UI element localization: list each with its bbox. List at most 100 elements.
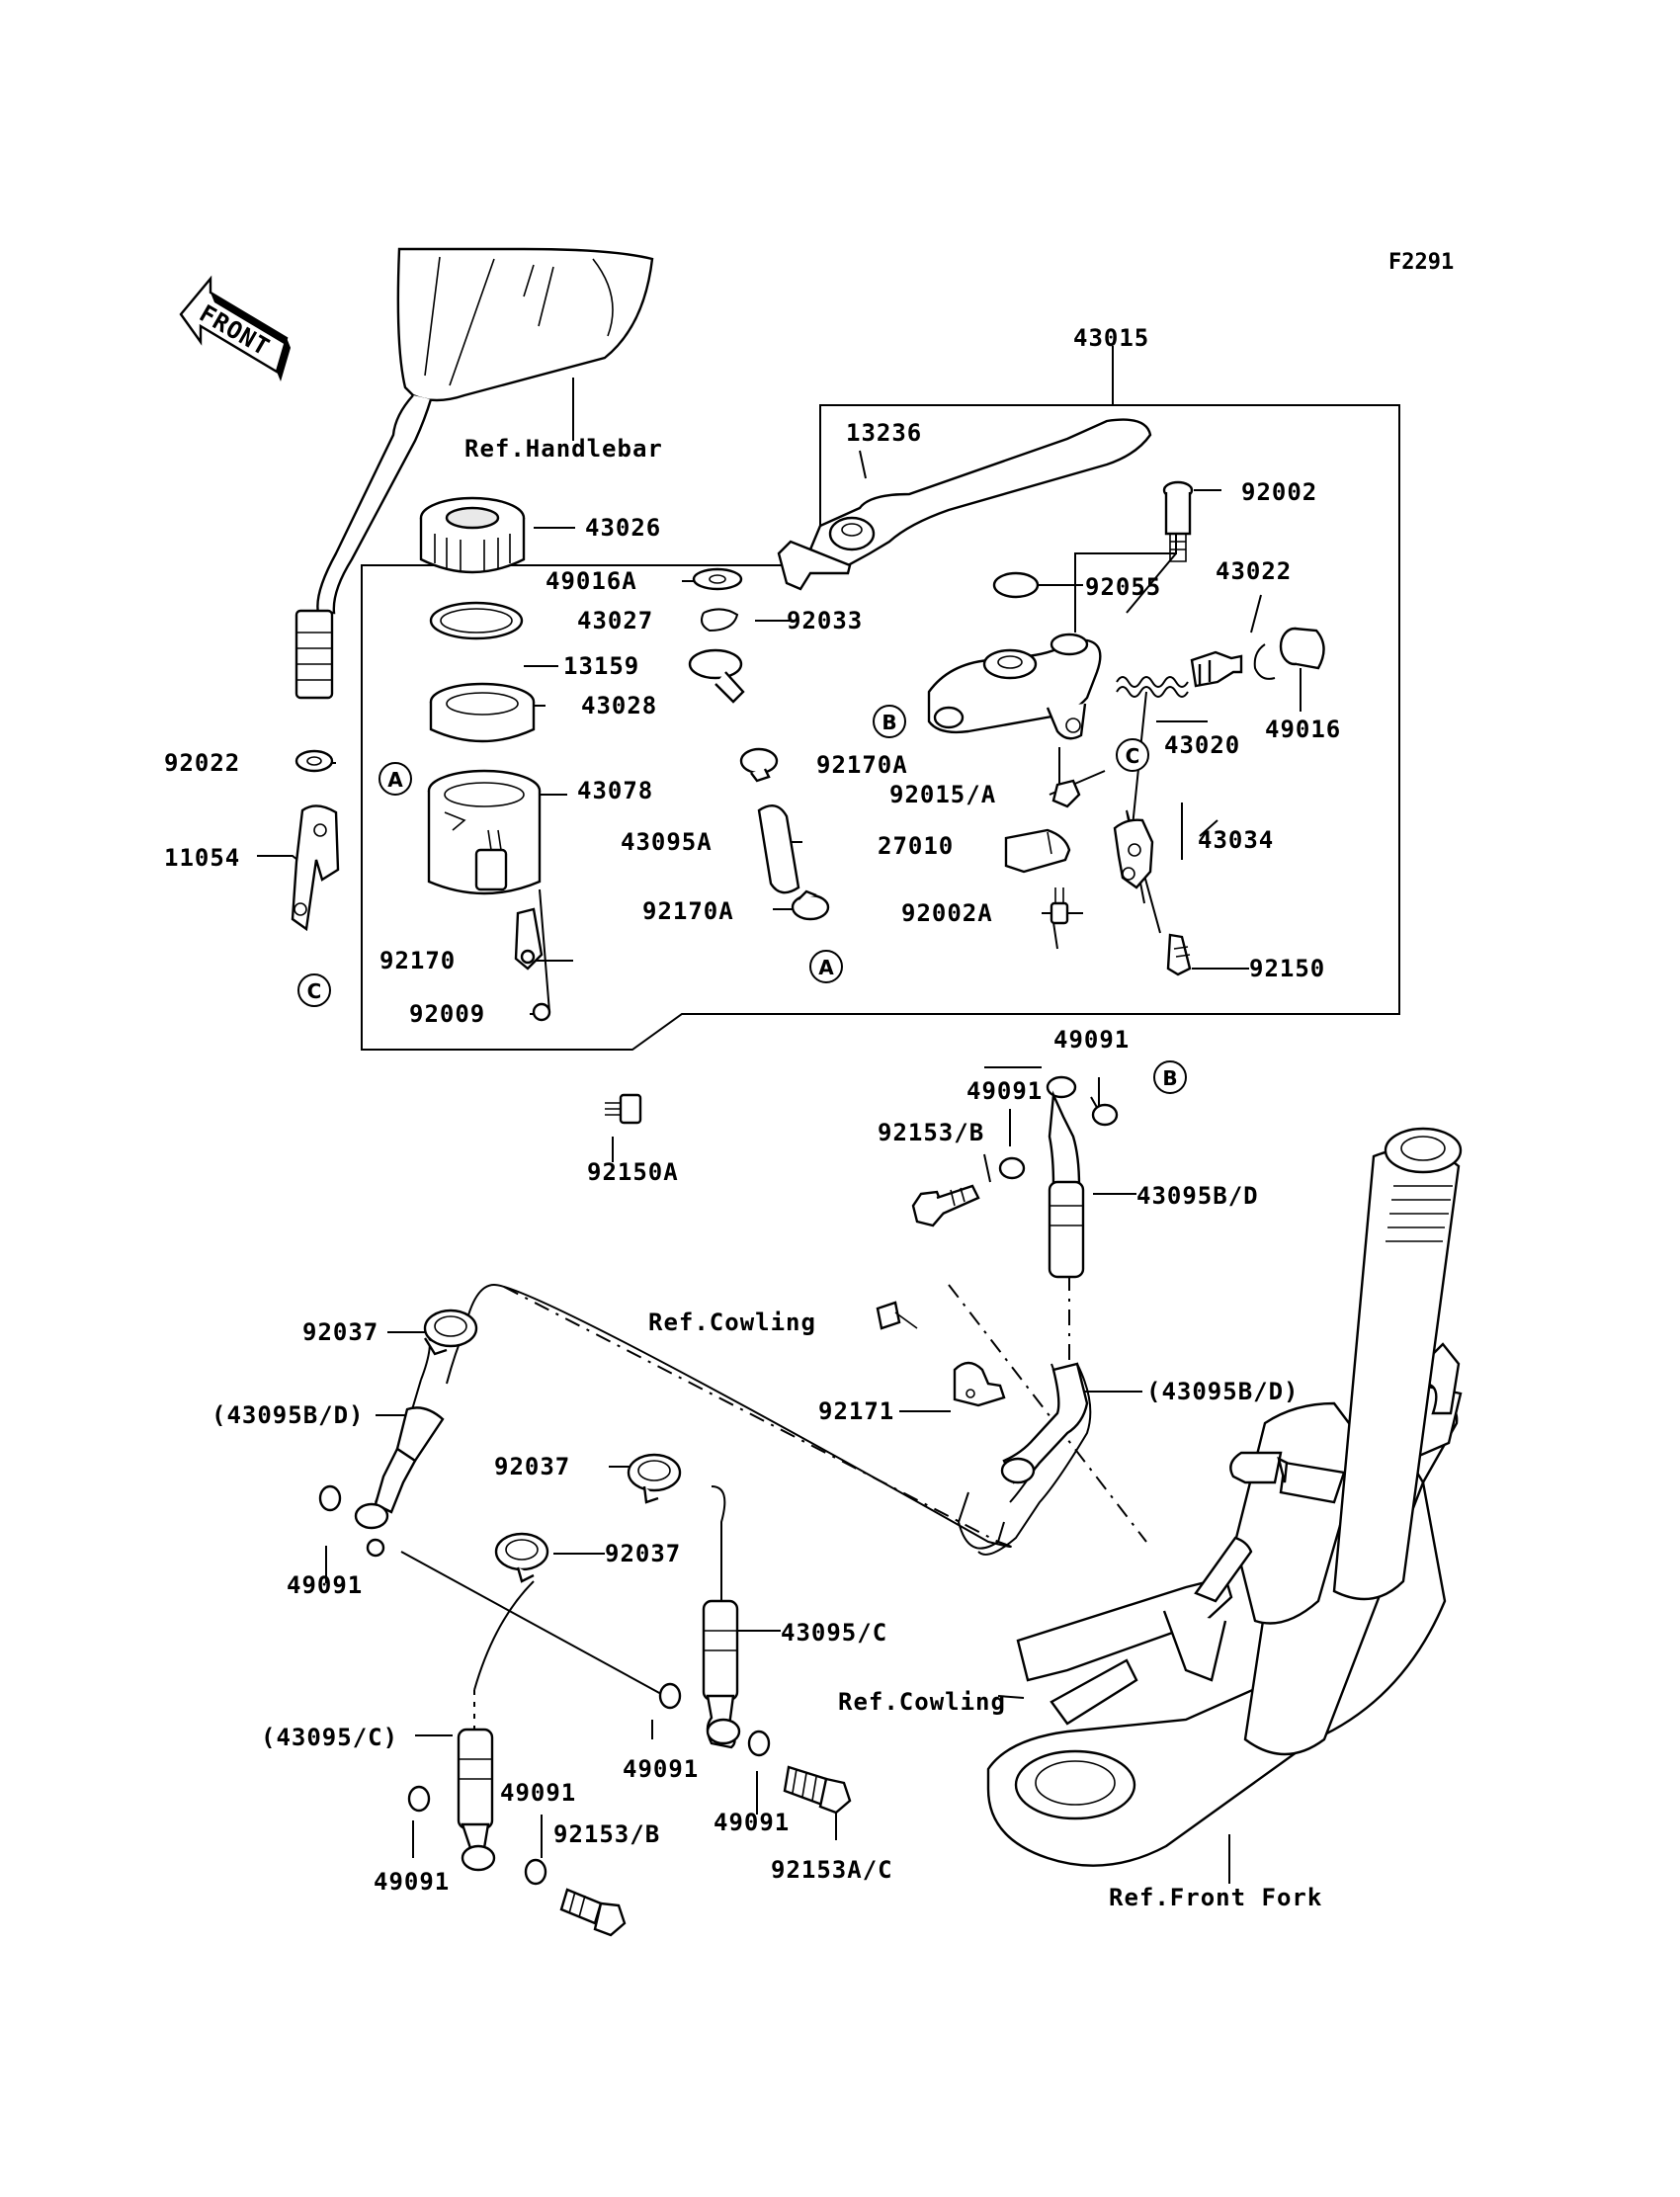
label-27010: 27010 xyxy=(878,832,954,860)
svg-text:C: C xyxy=(307,979,322,1003)
label-92002: 92002 xyxy=(1241,478,1317,506)
label-49091-top1: 49091 xyxy=(1053,1026,1130,1054)
label-92171: 92171 xyxy=(818,1397,894,1425)
label-92170a-2: 92170A xyxy=(642,897,734,925)
label-49091-top2: 49091 xyxy=(966,1077,1043,1105)
washer-49091-d xyxy=(658,1682,682,1710)
reservoir-tank xyxy=(427,769,542,895)
callout-b-hose: B xyxy=(1153,1060,1187,1094)
label-92033: 92033 xyxy=(787,607,863,634)
hose-43095bd-mid xyxy=(1000,1362,1089,1484)
label-ref-cowling-1: Ref.Cowling xyxy=(648,1309,816,1336)
front-arrow-icon: FRONT xyxy=(179,275,291,381)
label-ref-handlebar: Ref.Handlebar xyxy=(464,435,663,463)
washer-49091-e xyxy=(747,1730,771,1757)
hose-clamp-92170a-top xyxy=(739,747,779,783)
label-43026: 43026 xyxy=(585,514,661,542)
part-labels: Ref.Handlebar 43015 13236 92002 43026 49… xyxy=(164,324,1341,1911)
label-43078: 43078 xyxy=(577,777,653,804)
label-92002a: 92002A xyxy=(901,899,993,927)
washer-49016a xyxy=(692,567,743,591)
label-92153b-top: 92153/B xyxy=(878,1119,984,1146)
label-92015a: 92015/A xyxy=(889,781,996,808)
hose-fitting-13159 xyxy=(688,648,745,704)
circlip-43022 xyxy=(1253,643,1276,680)
master-cylinder-body xyxy=(927,633,1102,740)
label-92170: 92170 xyxy=(379,947,456,974)
label-11054: 11054 xyxy=(164,844,240,872)
label-43095bd-paren-left: (43095B/D) xyxy=(211,1401,365,1429)
label-43095bd: 43095B/D xyxy=(1136,1182,1259,1210)
brake-hose-routing xyxy=(375,1066,1147,1730)
label-43015: 43015 xyxy=(1073,324,1149,352)
label-49091-mid2: 49091 xyxy=(500,1779,576,1807)
label-92153ac: 92153A/C xyxy=(771,1856,893,1884)
nut-92015a xyxy=(1051,779,1081,808)
hose-clamp-92037-a xyxy=(423,1309,478,1356)
label-49091-left: 49091 xyxy=(287,1571,363,1599)
label-92009: 92009 xyxy=(409,1000,485,1028)
label-43095c: 43095/C xyxy=(781,1619,887,1647)
label-49016a: 49016A xyxy=(546,567,637,595)
washer-49091-b xyxy=(998,1156,1026,1180)
svg-text:B: B xyxy=(1162,1066,1177,1090)
mirror-illustration xyxy=(294,247,654,700)
bracket-11054 xyxy=(291,804,340,932)
svg-text:A: A xyxy=(818,956,834,979)
hose-guide-92171 xyxy=(953,1361,1006,1407)
label-ref-cowling-2: Ref.Cowling xyxy=(838,1688,1006,1716)
bolt-92150 xyxy=(1166,933,1192,976)
reservoir-cap xyxy=(419,496,526,574)
label-92037-2: 92037 xyxy=(494,1453,570,1480)
circlip-92033 xyxy=(701,608,739,633)
banjo-bolt-92153b-low xyxy=(559,1888,627,1937)
reservoir-clamp xyxy=(514,907,551,1022)
washer-92022 xyxy=(294,749,334,773)
hose-43095a xyxy=(757,804,800,894)
label-49091-low: 49091 xyxy=(714,1809,790,1836)
label-92150: 92150 xyxy=(1249,955,1325,982)
hose-clamp-92037-b xyxy=(627,1453,682,1504)
label-49016: 49016 xyxy=(1265,716,1341,743)
washer-49091-a xyxy=(1091,1103,1119,1127)
dust-boot-49016 xyxy=(1279,627,1325,670)
label-43020: 43020 xyxy=(1164,731,1240,759)
label-43028: 43028 xyxy=(581,692,657,719)
oring-92055 xyxy=(992,571,1040,599)
hose-clamp-92170a-bottom xyxy=(791,889,830,921)
label-92153b-low: 92153/B xyxy=(553,1820,660,1848)
label-49091-mid: 49091 xyxy=(623,1755,699,1783)
banjo-bolt-92153ac xyxy=(783,1765,852,1815)
front-fork-illustration xyxy=(986,1127,1463,1867)
label-92022: 92022 xyxy=(164,749,240,777)
callout-c-bracket: C xyxy=(297,973,331,1007)
banjo-bolt-92153b-top xyxy=(911,1184,980,1227)
label-13159: 13159 xyxy=(563,652,639,680)
label-43095bd-paren-right: (43095B/D) xyxy=(1146,1378,1300,1405)
hose-43095bd-top xyxy=(1046,1075,1085,1279)
washer-49091-c xyxy=(318,1484,342,1512)
label-ref-front-fork: Ref.Front Fork xyxy=(1109,1884,1322,1911)
label-13236: 13236 xyxy=(846,419,922,447)
screw-92150a xyxy=(605,1093,642,1125)
label-92037-3: 92037 xyxy=(605,1540,681,1567)
label-43095a: 43095A xyxy=(621,828,713,856)
callout-c-holder: C xyxy=(1116,738,1149,772)
svg-text:A: A xyxy=(387,768,403,792)
cowling-screw xyxy=(876,1301,918,1330)
clamp-holder-43034 xyxy=(1113,818,1154,889)
label-49091-low2: 49091 xyxy=(374,1868,450,1896)
screw-92002a xyxy=(1050,887,1069,925)
label-92037-1: 92037 xyxy=(302,1318,378,1346)
svg-text:C: C xyxy=(1126,744,1140,768)
pivot-bolt-92002 xyxy=(1162,480,1194,562)
hose-43095c-left xyxy=(457,1728,496,1872)
washer-49091-g xyxy=(524,1858,547,1886)
label-92150a: 92150A xyxy=(587,1158,679,1186)
label-43034: 43034 xyxy=(1198,826,1274,854)
label-43095c-paren: (43095/C) xyxy=(261,1724,398,1751)
hose-clamp-92037-c xyxy=(494,1532,549,1583)
label-92170a-1: 92170A xyxy=(816,751,908,779)
hose-43095bd-left xyxy=(354,1406,445,1558)
